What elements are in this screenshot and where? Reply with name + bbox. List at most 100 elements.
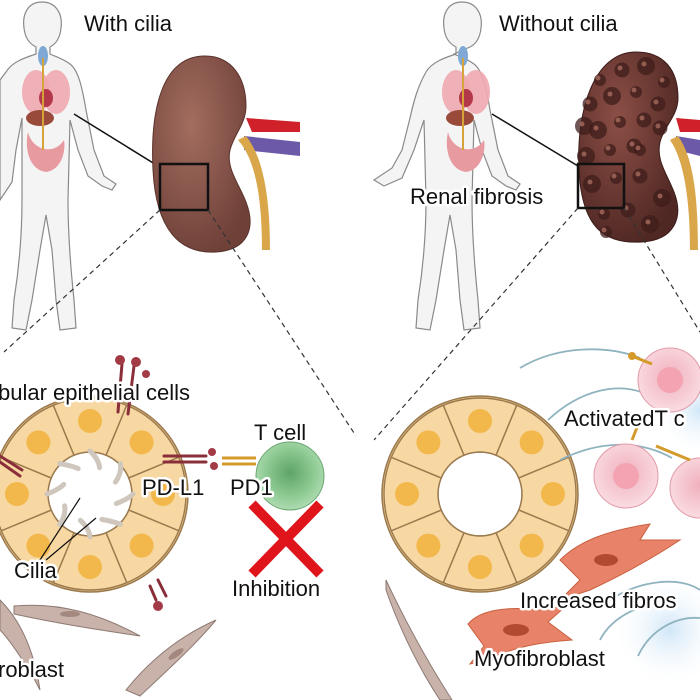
cell-nucleus (395, 482, 419, 506)
cilium (77, 517, 93, 540)
nodule-highlight (611, 173, 617, 179)
nodule (603, 87, 621, 105)
nodule (575, 117, 593, 135)
nodule (650, 96, 666, 112)
nodule-highlight (657, 193, 663, 199)
renal-fibrosis-label: Renal fibrosis (410, 184, 543, 209)
nodule-highlight (607, 91, 613, 97)
intestine-shape (26, 132, 65, 172)
nodule-highlight (601, 227, 607, 233)
fibrotic-nodules (575, 57, 671, 238)
nodule-highlight (639, 115, 645, 121)
nodule (652, 120, 668, 136)
nodule (636, 112, 652, 128)
liver-shape (26, 110, 54, 126)
tubule-without-cilia (381, 395, 579, 593)
nodule-highlight (635, 145, 641, 151)
cell-nucleus (468, 555, 492, 579)
cilia-pointers (39, 497, 97, 561)
human-figure-right (372, 1, 521, 331)
zoom-box-right (576, 162, 626, 210)
cell-nucleus (78, 409, 102, 433)
activated-t-cell-label: ActivatedT c (564, 406, 685, 431)
nodule-highlight (655, 123, 661, 129)
nodule (604, 144, 616, 156)
activated-t-cells (593, 347, 700, 519)
epithelial-cells-label: bular epithelial cells (0, 380, 190, 405)
cell-nucleus (78, 555, 102, 579)
pdl1-label: PD-L1 (142, 475, 204, 500)
nodule-highlight (653, 99, 659, 105)
nodule-highlight (579, 121, 585, 127)
cilium (99, 516, 123, 527)
increased-fibrosis-label: Increased fibros (520, 588, 677, 613)
nodule-highlight (631, 87, 637, 93)
nodule (614, 62, 630, 78)
zoom-line-right-a (373, 207, 579, 441)
nodule-highlight (659, 77, 665, 83)
cell-nucleus (26, 533, 51, 558)
nodule-highlight (587, 179, 593, 185)
nodule (577, 147, 595, 165)
fibroblast-label: roblast (0, 657, 64, 682)
cell-nucleus (519, 533, 544, 558)
nodule-highlight (645, 219, 651, 225)
nodule (583, 175, 601, 193)
nodule-highlight (593, 125, 599, 131)
pdl1-receptors (0, 355, 218, 611)
kidney-pointer-right (491, 113, 579, 167)
cilium (57, 503, 68, 527)
nodule-highlight (615, 117, 621, 123)
cilium (87, 448, 103, 471)
nodule (582, 96, 598, 112)
nodule-highlight (635, 171, 641, 177)
nodule (658, 76, 670, 88)
nodule (632, 168, 648, 184)
nodule (594, 74, 606, 86)
cell-nucleus (129, 533, 154, 558)
nodule (653, 189, 671, 207)
nodule-highlight (581, 151, 587, 157)
cilium (113, 491, 136, 507)
nodule (598, 208, 610, 220)
nodule (600, 226, 612, 238)
nodule (641, 215, 659, 233)
nodule-highlight (641, 61, 647, 67)
nodule (637, 57, 655, 75)
title-with-cilia: With cilia (84, 11, 173, 36)
cell-nucleus (5, 482, 29, 506)
fibrotic-kidney (575, 51, 700, 250)
cell-nucleus (26, 430, 51, 455)
zoom-line-left-a (3, 209, 161, 353)
inhibition-label: Inhibition (232, 576, 320, 601)
nodule (614, 116, 626, 128)
nodule (634, 144, 646, 156)
cell-nucleus (468, 409, 492, 433)
pd1-label: PD1 (230, 475, 273, 500)
cell-nucleus (541, 482, 565, 506)
nodule-highlight (617, 65, 623, 71)
cell-nucleus (519, 430, 544, 455)
cell-nucleus (416, 533, 441, 558)
zoom-line-right-b (623, 207, 700, 333)
nodule-highlight (629, 141, 635, 147)
nodule-highlight (599, 209, 605, 215)
fibroblast-right (385, 579, 453, 700)
cilium (44, 481, 67, 497)
t-cell-left (222, 441, 325, 511)
zoom-line-left-b (207, 209, 357, 437)
cell-nucleus (129, 430, 154, 455)
myofibroblast-label: Myofibroblast (474, 646, 605, 671)
fibroblasts-left (0, 599, 217, 697)
nodule-highlight (585, 99, 591, 105)
nodule (610, 172, 622, 184)
cilium (112, 461, 124, 485)
kidney-pointer-left (73, 113, 159, 167)
cilia-label: Cilia (14, 558, 58, 583)
trachea-shape (38, 46, 48, 66)
heart-shape (39, 89, 53, 107)
zoom-box-left (158, 162, 210, 212)
inhibition-x-icon (248, 500, 324, 578)
